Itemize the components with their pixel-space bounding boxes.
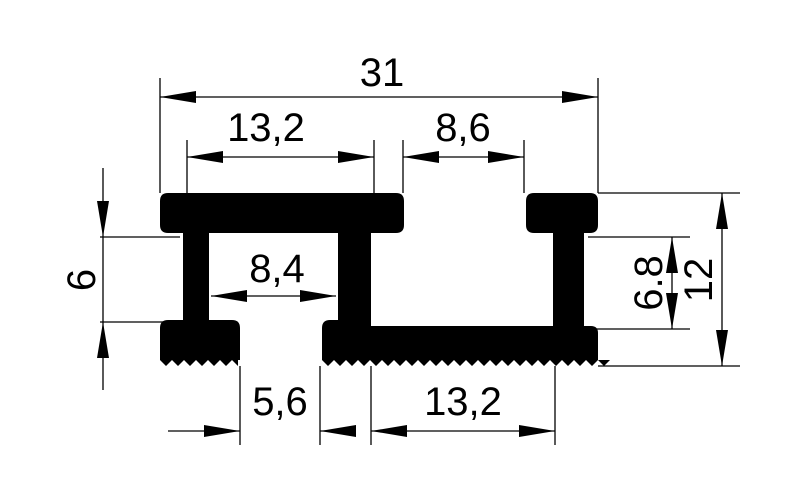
dim-label-overall-width: 31 [360, 51, 405, 95]
dim-label-right-inner-height: 6.8 [627, 255, 671, 311]
dimension-inner-slot: 8,4 [211, 247, 336, 302]
dim-label-overall-height: 12 [677, 258, 721, 303]
dimension-left-height: 6 [60, 168, 109, 390]
dimension-overall-height: 12 [677, 193, 728, 366]
dim-label-left-height: 6 [60, 269, 104, 291]
dimension-bottom-gap: 5,6 [168, 380, 356, 437]
dim-label-left-top-opening: 13,2 [227, 106, 305, 150]
dim-label-right-top-opening: 8,6 [435, 106, 491, 150]
dimension-overall-width: 31 [160, 51, 598, 103]
dimension-right-top-opening: 8,6 [403, 106, 524, 163]
dim-label-bottom-gap: 5,6 [252, 380, 308, 424]
extension-lines [100, 78, 740, 445]
profile-shape [160, 193, 610, 366]
dimension-right-inner-height: 6.8 [627, 237, 678, 329]
dimension-left-top-opening: 13,2 [187, 106, 374, 163]
dimension-bottom-right-width: 13,2 [371, 380, 555, 437]
dim-label-bottom-right-width: 13,2 [424, 380, 502, 424]
dim-label-inner-slot: 8,4 [249, 247, 305, 291]
